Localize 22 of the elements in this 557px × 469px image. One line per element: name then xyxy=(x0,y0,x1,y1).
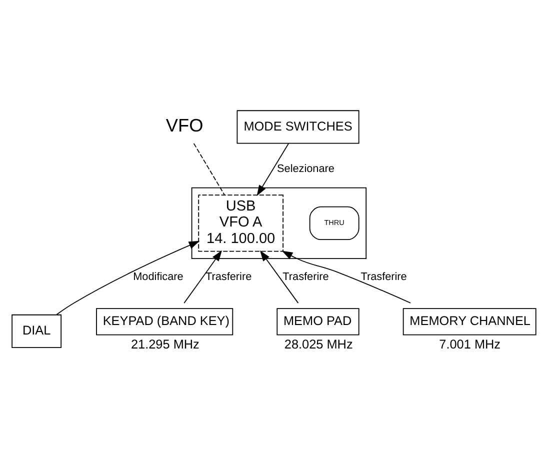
node-box: KEYPAD (BAND KEY) xyxy=(96,308,234,335)
edge-label: Trasferire xyxy=(360,270,407,283)
node-label: 7.001 MHz xyxy=(439,337,501,352)
arrow xyxy=(184,250,222,304)
node-box: USB VFO A 14. 100.00 xyxy=(198,194,284,252)
node-box: MODE SWITCHES xyxy=(236,110,360,144)
node-box: MEMO PAD xyxy=(276,308,360,335)
node-label: 21.295 MHz xyxy=(130,337,200,352)
edge-label: Trasferire xyxy=(282,270,329,283)
arrow xyxy=(256,142,290,196)
node-label: 28.025 MHz xyxy=(284,337,353,352)
edge-label: Trasferire xyxy=(206,270,252,283)
connector xyxy=(193,142,225,195)
edge-label: Selezionare xyxy=(277,162,334,174)
arrow xyxy=(260,250,299,304)
node-box: MEMORY CHANNEL xyxy=(402,308,536,335)
edge-label: Modificare xyxy=(133,270,184,283)
node-box: THRU xyxy=(309,206,360,240)
arrow xyxy=(56,240,200,315)
node-box: DIAL xyxy=(12,314,62,348)
node-text: VFO xyxy=(166,115,204,136)
arrow xyxy=(282,250,412,303)
